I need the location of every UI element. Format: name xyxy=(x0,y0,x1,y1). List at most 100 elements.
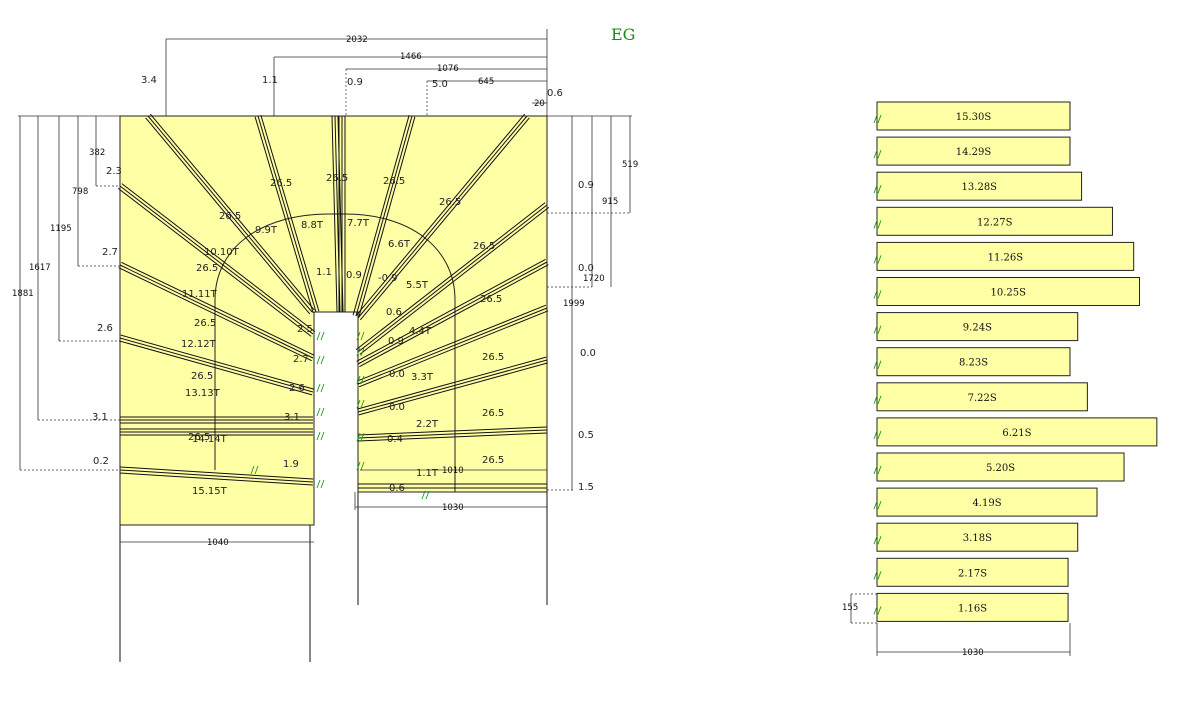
step-bar: 14.29S xyxy=(873,136,1071,166)
dimension-798: 798 xyxy=(72,187,88,197)
step-bar-rect xyxy=(876,101,1071,131)
step-bar: 9.24S xyxy=(873,312,1079,342)
going-value: 26.5 xyxy=(191,371,213,382)
tread-label: 5.5T xyxy=(406,280,429,291)
step-label: 13.28S xyxy=(962,182,998,193)
going-value: 26.5 xyxy=(439,197,461,208)
step-bar-rect xyxy=(876,241,1135,271)
edge-mark xyxy=(873,465,882,475)
edge-mark xyxy=(873,220,882,229)
edge-mark xyxy=(316,355,325,365)
tread-label: 13.13T xyxy=(185,388,221,399)
tread-line xyxy=(118,267,312,362)
edge-mark xyxy=(316,383,325,393)
tread-offset: 2.5 xyxy=(297,324,313,335)
corner-value: 1.1 xyxy=(262,75,278,86)
tread-offset: 1.9 xyxy=(283,459,299,470)
going-value: 26.5 xyxy=(482,408,504,419)
tread-line xyxy=(119,264,314,359)
edge-mark xyxy=(421,490,430,500)
right-dimensions: 519 915 1720 1999 0.9 0.0 0.0 0.5 1.5 xyxy=(547,115,638,493)
edge-mark xyxy=(873,114,882,124)
step-bar: 15.30S xyxy=(873,101,1071,131)
edge-mark xyxy=(873,571,882,580)
offset-value: 2.3 xyxy=(106,166,122,177)
offset-value: 2.6 xyxy=(97,323,113,334)
tread-line xyxy=(352,115,410,316)
tread-line xyxy=(359,206,550,355)
edge-mark xyxy=(873,500,882,510)
tread-offset: -0.9 xyxy=(378,273,398,284)
edge-mark xyxy=(873,185,882,194)
step-list: 15.30S14.29S13.28S12.27S11.26S10.25S9.24… xyxy=(873,101,1158,622)
step-bar-rect xyxy=(876,487,1098,517)
offset-value: 2.7 xyxy=(102,247,118,258)
dimension-1040: 1040 xyxy=(207,538,229,548)
step-bar-rect xyxy=(876,452,1125,482)
tread-line xyxy=(359,264,549,368)
going-value: 26.5 xyxy=(326,173,348,184)
tread-line xyxy=(355,115,413,317)
edge-mark xyxy=(316,407,325,417)
step-bar-rect xyxy=(876,277,1140,306)
tread-offset: 0.4 xyxy=(387,434,403,445)
top-dimensions: 2032 1466 1076 645 20 3.4 1.1 0.9 5.0 0.… xyxy=(141,29,563,116)
dimension-382: 382 xyxy=(89,148,105,158)
going-value: 26.5 xyxy=(473,241,495,252)
tread-line xyxy=(357,204,548,353)
edge-mark xyxy=(316,479,325,489)
dimension-1999: 1999 xyxy=(563,299,585,309)
tread-label: 1.1T xyxy=(416,468,439,479)
dimension-1720: 1720 xyxy=(583,274,605,284)
tread-label: 14.14T xyxy=(192,434,228,445)
edge-mark xyxy=(873,430,882,440)
edge-mark xyxy=(356,375,365,385)
going-value: 26.5 xyxy=(482,352,504,363)
edge-marks xyxy=(250,331,430,500)
step-bar-rect xyxy=(876,557,1069,587)
tread-label: 12.12T xyxy=(181,339,217,350)
tread-line xyxy=(257,115,317,313)
offset-value: 1.5 xyxy=(578,482,594,493)
edge-mark xyxy=(873,360,882,369)
step-bar: 10.25S xyxy=(873,277,1140,306)
corner-value: 0.6 xyxy=(547,88,563,99)
tread-label: 11.11T xyxy=(182,289,218,300)
corner-value: 5.0 xyxy=(432,79,448,90)
offset-value: 0.2 xyxy=(93,456,109,467)
tread-line xyxy=(149,113,315,311)
step-bar: 6.21S xyxy=(873,417,1158,447)
going-value: 26.5 xyxy=(194,318,216,329)
step-label: 2.17S xyxy=(958,568,987,579)
tread-line xyxy=(121,183,316,333)
step-bar: 2.17S xyxy=(873,557,1069,587)
dimension-1881: 1881 xyxy=(12,289,34,299)
tread-line xyxy=(357,359,548,413)
tread-label: 3.3T xyxy=(411,372,434,383)
left-dimensions: 382 798 1195 1617 1881 2.3 2.7 2.6 3.1 0… xyxy=(12,115,122,471)
step-bar-rect xyxy=(876,522,1079,552)
step-bar: 8.23S xyxy=(873,347,1071,377)
corner-value: 0.9 xyxy=(347,77,363,88)
tread-line xyxy=(358,362,548,416)
tread-offset: 0.0 xyxy=(389,402,405,413)
step-label: 12.27S xyxy=(977,217,1013,228)
step-bar-rect xyxy=(876,171,1083,201)
tread-line xyxy=(120,334,314,390)
offset-value: 3.1 xyxy=(92,412,108,423)
tread-line xyxy=(357,356,547,410)
step-bar: 12.27S xyxy=(873,206,1113,236)
step-bar: 3.18S xyxy=(873,522,1079,552)
dimension-20: 20 xyxy=(534,99,545,109)
edge-mark xyxy=(873,325,882,334)
tread-offset: 0.9 xyxy=(346,270,362,281)
step-label: 1.16S xyxy=(958,603,987,614)
step-bar-rect xyxy=(876,136,1071,166)
going-value: 26.5 xyxy=(219,211,241,222)
step-bar: 5.20S xyxy=(873,452,1125,482)
edge-mark xyxy=(356,432,365,442)
dimension-1030: 1030 xyxy=(962,648,984,658)
step-label: 14.29S xyxy=(956,147,992,158)
tread-line xyxy=(357,115,528,319)
